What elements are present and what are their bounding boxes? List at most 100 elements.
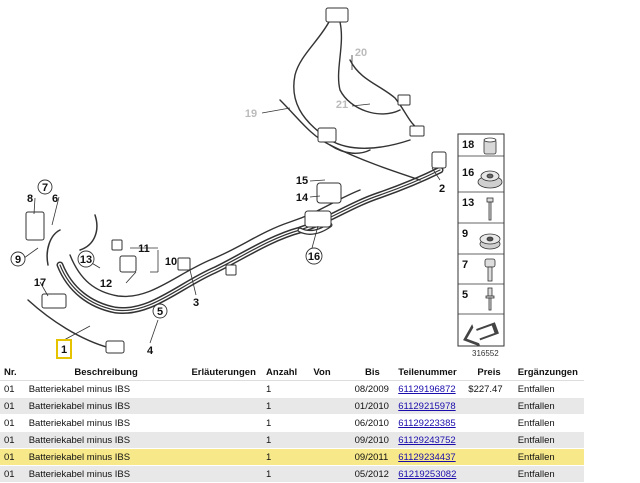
cell-price: $227.47 — [464, 380, 514, 398]
legend-18[interactable]: 18 — [462, 139, 474, 151]
callout-3[interactable]: 3 — [193, 297, 199, 309]
callout-13[interactable]: 13 — [80, 254, 92, 266]
cell-description: Batteriekabel minus IBS — [24, 465, 188, 483]
arrow-icon — [463, 322, 499, 347]
cell-to: 09/2010 — [350, 431, 395, 449]
cell-description: Batteriekabel minus IBS — [24, 448, 188, 466]
callout-2[interactable]: 2 — [439, 183, 445, 195]
callout-16-circle — [305, 247, 323, 265]
stud-icon — [485, 287, 495, 311]
part-number-link[interactable]: 61129215978 — [398, 400, 456, 412]
header-nr: Nr. — [0, 364, 25, 381]
cell-from — [309, 465, 351, 483]
parts-table: Nr. Beschreibung Erläuterungen Anzahl Vo… — [0, 364, 584, 483]
legend-7[interactable]: 7 — [462, 259, 468, 271]
sleeve-icon — [483, 137, 497, 155]
cell-price — [464, 448, 514, 466]
callout-12[interactable]: 12 — [100, 278, 112, 290]
part-number-link[interactable]: 61129196872 — [398, 383, 456, 395]
callout-15[interactable]: 15 — [296, 175, 308, 187]
callout-1-highlight[interactable] — [56, 339, 72, 359]
callout-17[interactable]: 17 — [34, 277, 46, 289]
callout-6[interactable]: 6 — [52, 193, 58, 205]
cell-price — [464, 431, 514, 449]
cell-nr: 01 — [0, 431, 25, 449]
part-number-link[interactable]: 61219253082 — [398, 468, 457, 480]
fastener-legend: 18 16 13 9 7 5 — [457, 133, 505, 358]
callouts: 1 2 3 4 5 6 7 8 9 10 11 12 13 14 15 16 1… — [10, 47, 445, 359]
cell-description: Batteriekabel minus IBS — [24, 431, 188, 449]
cell-notes — [187, 448, 263, 466]
cell-notes — [187, 414, 263, 432]
bolt-icon — [486, 197, 494, 221]
legend-16[interactable]: 16 — [462, 167, 474, 179]
callout-14[interactable]: 14 — [296, 192, 309, 204]
part-number-link[interactable]: 61129243752 — [398, 434, 456, 446]
cell-part-number[interactable]: 61129243752 — [394, 431, 465, 449]
cell-nr: 01 — [0, 397, 25, 415]
callout-20[interactable]: 20 — [355, 47, 367, 59]
callout-11[interactable]: 11 — [138, 243, 150, 255]
cell-supplements: Entfallen — [513, 414, 584, 432]
cell-quantity: 1 — [262, 397, 310, 415]
cell-price — [464, 397, 514, 415]
cell-notes — [187, 380, 263, 398]
callout-5-circle — [152, 303, 168, 319]
callout-9-circle — [10, 251, 26, 267]
cell-description: Batteriekabel minus IBS — [24, 414, 188, 432]
part-number-link[interactable]: 61129234437 — [398, 451, 456, 463]
callout-19[interactable]: 19 — [245, 108, 257, 120]
cell-to: 01/2010 — [350, 397, 395, 415]
callout-13-circle — [77, 250, 95, 268]
callout-10[interactable]: 10 — [165, 256, 177, 268]
cell-part-number[interactable]: 61129223385 — [394, 414, 465, 432]
cell-from — [309, 448, 351, 466]
cell-nr: 01 — [0, 448, 25, 466]
callout-4[interactable]: 4 — [147, 345, 154, 357]
legend-13[interactable]: 13 — [462, 197, 474, 209]
header-to: Bis — [350, 364, 395, 381]
cell-quantity: 1 — [262, 448, 310, 466]
nut-flange-icon — [477, 170, 503, 189]
cell-part-number[interactable]: 61129234437 — [394, 448, 465, 466]
cell-notes — [187, 397, 263, 415]
cell-quantity: 1 — [262, 380, 310, 398]
parts-table-header: Nr. Beschreibung Erläuterungen Anzahl Vo… — [0, 364, 584, 381]
cell-quantity: 1 — [262, 465, 310, 483]
cell-from — [309, 397, 351, 415]
header-part-number: Teilenummer — [394, 364, 465, 381]
diagram-number: 316552 — [472, 349, 499, 358]
cell-part-number[interactable]: 61129215978 — [394, 397, 465, 415]
cell-supplements: Entfallen — [513, 397, 584, 415]
callout-7[interactable]: 7 — [42, 182, 48, 194]
legend-9[interactable]: 9 — [462, 228, 468, 240]
screw-icon — [484, 258, 496, 282]
legend-5[interactable]: 5 — [462, 289, 468, 301]
components — [25, 7, 447, 354]
header-price: Preis — [464, 364, 514, 381]
callout-21[interactable]: 21 — [336, 99, 348, 111]
callout-1[interactable]: 1 — [61, 344, 67, 356]
callout-5[interactable]: 5 — [157, 306, 163, 318]
cell-quantity: 1 — [262, 431, 310, 449]
cell-description: Batteriekabel minus IBS — [24, 397, 188, 415]
cell-supplements: Entfallen — [513, 448, 584, 466]
part-number-link[interactable]: 61129223385 — [398, 417, 456, 429]
callout-8[interactable]: 8 — [27, 193, 33, 205]
cell-notes — [187, 431, 263, 449]
header-description: Beschreibung — [24, 364, 188, 381]
cell-quantity: 1 — [262, 414, 310, 432]
callout-16[interactable]: 16 — [308, 251, 320, 263]
cell-part-number[interactable]: 61129196872 — [394, 380, 465, 398]
cell-from — [309, 414, 351, 432]
callout-7-circle — [37, 179, 53, 195]
header-quantity: Anzahl — [262, 364, 310, 381]
callout-9[interactable]: 9 — [15, 254, 21, 266]
